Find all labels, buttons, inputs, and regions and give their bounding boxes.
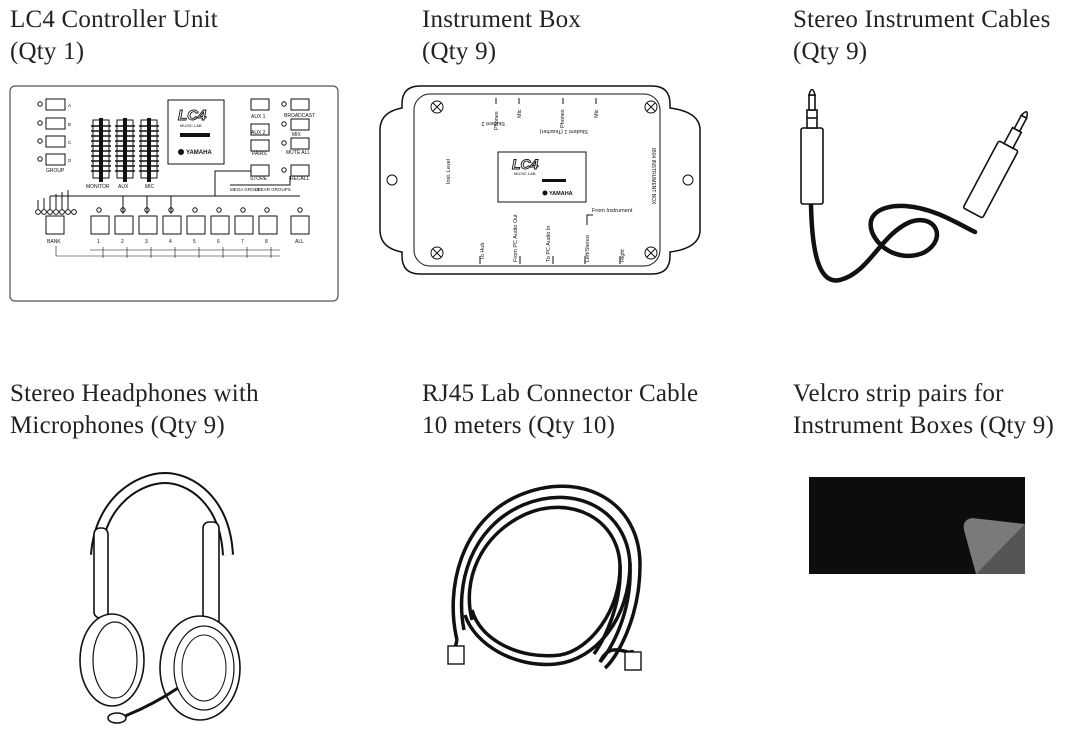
- function-buttons: [250, 98, 310, 177]
- channel-5-label: 5: [193, 239, 196, 245]
- caption-line-1: Instrument Box: [422, 6, 582, 33]
- group-letter-d: D: [68, 158, 72, 163]
- box-logo-text: LC4: [512, 156, 539, 172]
- caption-velcro: Velcro strip pairs for Instrument Boxes …: [793, 378, 1054, 442]
- group-buttons: A B C D GROUP: [37, 98, 72, 174]
- microphone-boom: [124, 686, 179, 718]
- box-label-mic-2: Mic: [594, 109, 600, 118]
- channel-2-label: 2: [121, 239, 124, 245]
- caption-line-1: RJ45 Lab Connector Cable: [422, 380, 699, 407]
- caption-instrument-cables: Stereo Instrument Cables (Qty 9): [793, 4, 1051, 68]
- earcup-right: [159, 615, 241, 721]
- caption-line-1: Stereo Headphones with: [10, 380, 259, 407]
- box-screws: [386, 100, 694, 260]
- channel-7-label: 7: [241, 239, 244, 245]
- channel-8-label: 8: [265, 239, 268, 245]
- bank-number-rows: [55, 246, 280, 258]
- broadcast-label: BROADCAST: [284, 113, 315, 119]
- group-letter-a: A: [68, 103, 71, 108]
- caption-line-1: Stereo Instrument Cables: [793, 6, 1051, 33]
- earcup-left: [79, 613, 145, 707]
- group-label: GROUP: [46, 168, 65, 174]
- caption-line-1: LC4 Controller Unit: [10, 6, 218, 33]
- box-label-pc-audio-out: From PC Audio Out: [513, 214, 519, 262]
- clear-groups-label: CLEAR GROUPS: [255, 187, 291, 192]
- caption-line-2: 10 meters (Qty 10): [422, 412, 616, 439]
- box-label-left-stereo: Left/Stereo: [585, 235, 591, 262]
- group-letter-c: C: [68, 140, 72, 145]
- bank-leds: [35, 190, 77, 215]
- caption-line-1: Velcro strip pairs for: [793, 380, 1004, 407]
- rj45-plug-left: [447, 645, 465, 665]
- channel-6-label: 6: [217, 239, 220, 245]
- cable-cord: [808, 202, 978, 283]
- channel-3-label: 3: [145, 239, 148, 245]
- controller-brand: YAMAHA: [186, 150, 212, 156]
- channel-buttons: [45, 207, 310, 235]
- box-label-phones-1: Phones: [494, 111, 500, 130]
- caption-line-2: (Qty 9): [793, 38, 868, 65]
- controller-logo: LC4 MUSIC LAB YAMAHA: [167, 99, 225, 165]
- jack-plug-right: [962, 111, 1029, 219]
- group-letter-b: B: [68, 122, 71, 127]
- mix-label: MIX: [292, 132, 302, 138]
- jack-plug-left: [800, 88, 824, 205]
- bottom-jack-arrows: [479, 214, 621, 264]
- caption-line-2: Instrument Boxes (Qty 9): [793, 412, 1055, 439]
- box-logo-sub: MUSIC LAB: [514, 171, 536, 176]
- box-brand: YAMAHA: [549, 191, 573, 197]
- caption-rj45-cable: RJ45 Lab Connector Cable 10 meters (Qty …: [422, 378, 698, 442]
- box-level-label: Inst. Level: [446, 159, 452, 184]
- box-side-label: IB04 INSTRUMENT BOX: [650, 148, 656, 205]
- caption-instrument-box: Instrument Box (Qty 9): [422, 4, 581, 68]
- box-label-to-hub: To Hub: [480, 243, 486, 260]
- controller-logo-text: LC4: [178, 107, 207, 124]
- box-label-pc-audio-in: To PC Audio In: [546, 226, 552, 262]
- caption-line-2: (Qty 1): [10, 38, 85, 65]
- top-jack-arrows: [495, 98, 597, 104]
- fader-label-monitor: MONITOR: [86, 184, 110, 190]
- rj45-plug-right: [624, 651, 642, 671]
- rj45-coil: [451, 484, 642, 670]
- caption-line-2: (Qty 9): [422, 38, 497, 65]
- box-logo-panel: [497, 151, 587, 203]
- caption-controller-unit: LC4 Controller Unit (Qty 1): [10, 4, 218, 68]
- caption-line-2: Microphones (Qty 9): [10, 412, 225, 439]
- panel-wiring: [50, 170, 300, 214]
- caption-headphones: Stereo Headphones with Microphones (Qty …: [10, 378, 259, 442]
- fader-label-mic: MIC: [145, 184, 155, 190]
- box-label-student-2: Student 2: [481, 120, 505, 126]
- mega-group-label: MEGA GROUP: [230, 187, 261, 192]
- box-label-phones-2: Phones: [560, 109, 566, 128]
- box-label-right: Right: [620, 249, 626, 262]
- controller-logo-sub: MUSIC LAB: [180, 123, 202, 128]
- store-label: STORE: [250, 176, 268, 182]
- microphone-icon: [107, 712, 127, 724]
- bank-label: BANK: [47, 239, 61, 245]
- recall-label: RECALL: [290, 176, 310, 182]
- box-label-student-1: Student 1 (Teacher): [540, 128, 588, 134]
- box-from-instrument: From Instrument: [592, 208, 633, 214]
- all-label: ALL: [295, 239, 304, 245]
- channel-1-label: 1: [97, 239, 100, 245]
- aux1-label: AUX 1: [251, 114, 266, 120]
- mute-all-label: MUTE ALL: [286, 150, 310, 156]
- box-label-mic-1: Mic: [517, 109, 523, 118]
- channel-4-label: 4: [169, 239, 172, 245]
- pairs-label: PAIRS: [252, 151, 267, 157]
- faders: MONITOR AUX MIC: [86, 118, 159, 190]
- aux2-label: AUX 2: [251, 130, 266, 136]
- fader-label-aux: AUX: [118, 184, 129, 190]
